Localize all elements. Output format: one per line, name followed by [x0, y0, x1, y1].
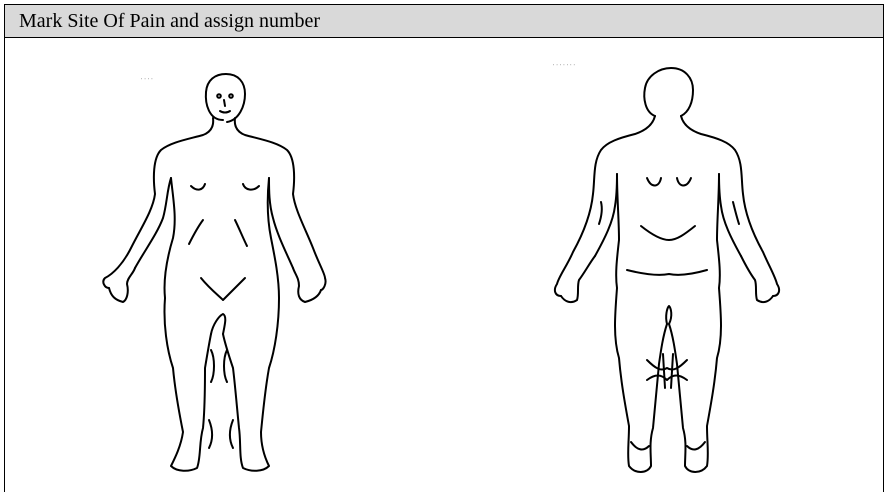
back-caption-mark: · · · · · · · — [553, 62, 576, 67]
body-chart-area[interactable]: · · · · — [5, 38, 883, 493]
human-body-back-icon — [543, 38, 803, 478]
form-header-title: Mark Site Of Pain and assign number — [5, 5, 883, 38]
front-body-figure[interactable]: · · · · — [93, 38, 333, 478]
back-body-figure[interactable]: · · · · · · · — [543, 38, 803, 478]
front-caption-mark: · · · · — [141, 76, 153, 81]
human-body-front-icon — [93, 38, 333, 478]
pain-site-form: Mark Site Of Pain and assign number — [4, 4, 884, 492]
